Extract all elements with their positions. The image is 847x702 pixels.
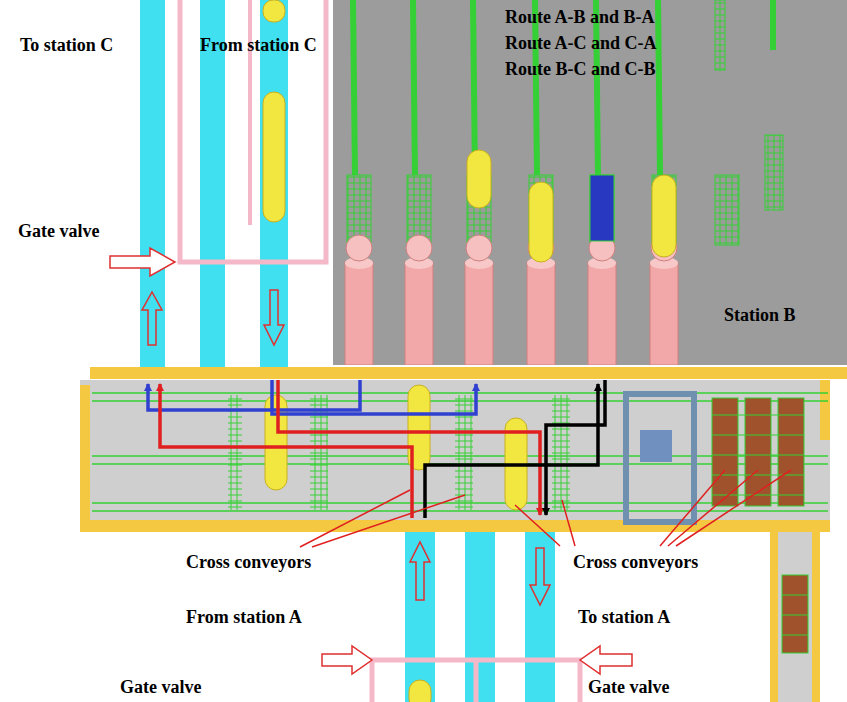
station-name: To station C: [20, 36, 113, 56]
station-label: Station B: [724, 306, 796, 326]
station-region: Station B: [333, 0, 847, 365]
valve-label: Gate valve: [18, 222, 99, 242]
conveyor-label: Cross conveyors: [186, 553, 311, 573]
legend-text: Route B-C and C-B: [505, 60, 656, 80]
legend-text: Route A-C and C-A: [505, 34, 657, 54]
conveyor-label: Cross conveyors: [573, 553, 698, 573]
station-name: From station A: [186, 608, 302, 628]
station-name: To station A: [578, 608, 670, 628]
valve-label: Gate valve: [120, 678, 201, 698]
station-name: From station C: [200, 36, 317, 56]
valve-label: Gate valve: [588, 678, 669, 698]
legend-text: Route A-B and B-A: [505, 8, 655, 28]
